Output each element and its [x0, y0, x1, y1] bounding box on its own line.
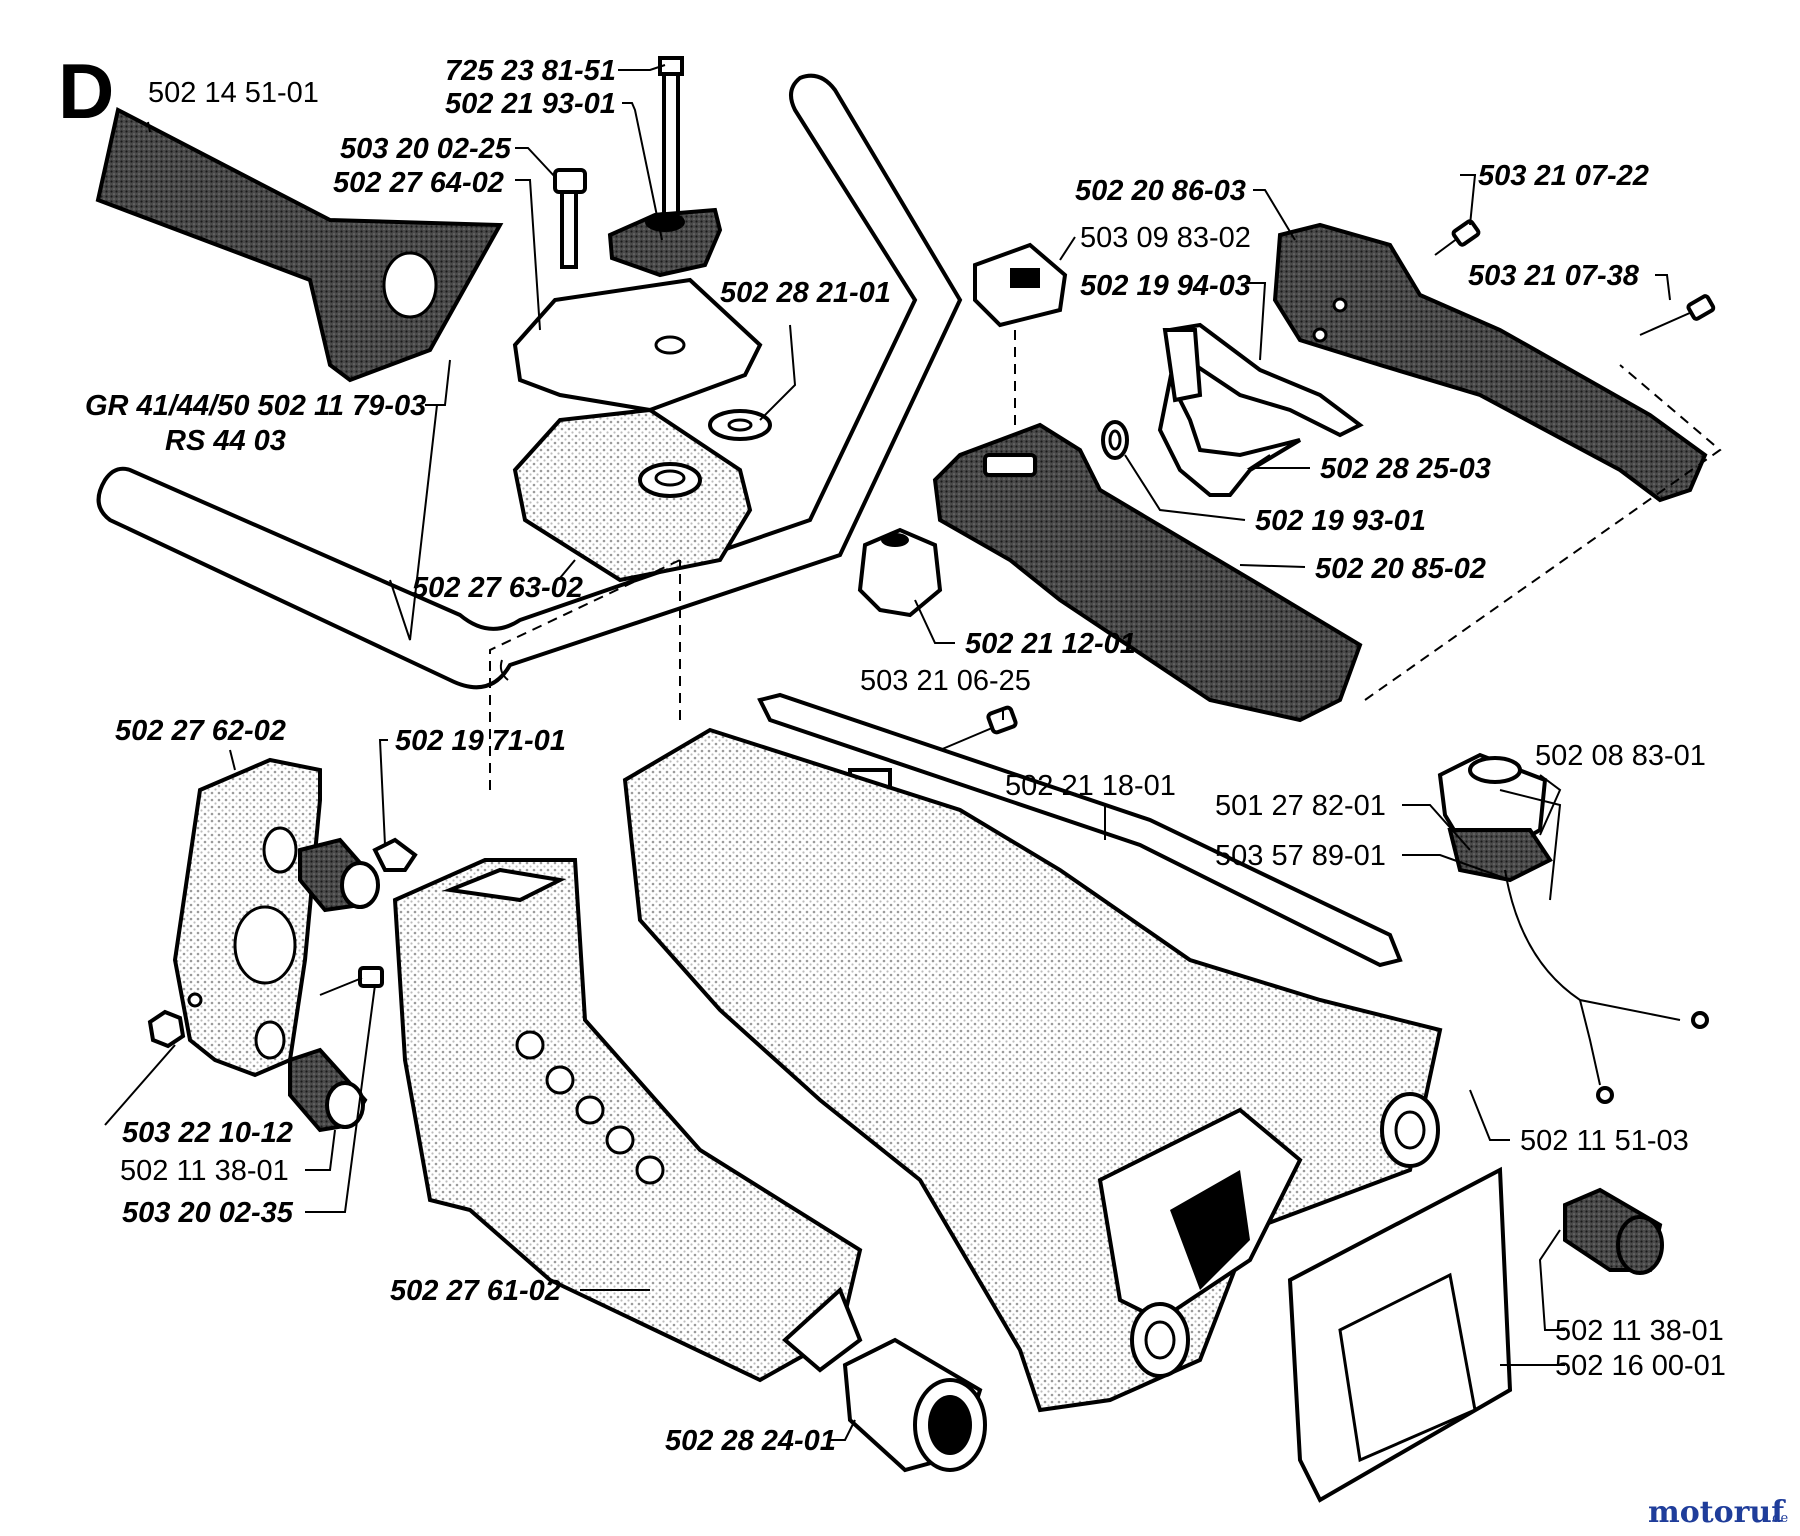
- label-gasket: 501 27 82-01: [1215, 790, 1386, 822]
- handle-body-part: [932, 422, 1363, 723]
- tank-part: [622, 727, 1443, 1413]
- screw-d-part: [319, 966, 384, 996]
- label-support-arm: 502 27 61-02: [390, 1275, 561, 1307]
- label-bolt-long: 725 23 81-51: [445, 55, 616, 87]
- label-tank-cap: 502 08 83-01: [1535, 740, 1706, 772]
- label-handle-body: 502 20 85-02: [1315, 553, 1486, 585]
- label-cover-plate: 502 16 00-01: [1555, 1350, 1726, 1382]
- label-spring: 502 19 93-01: [1255, 505, 1426, 537]
- knob-part: [607, 207, 723, 278]
- label-sleeve: 502 28 24-01: [665, 1425, 836, 1457]
- label-throttle: 502 28 25-03: [1320, 453, 1491, 485]
- spring-part: [1101, 420, 1129, 460]
- support-arm-part: [392, 858, 863, 1383]
- screw-b-part: [1639, 294, 1716, 336]
- label-screw-a: 503 21 07-22: [1478, 160, 1649, 192]
- throttle-levers-part: [1157, 322, 1364, 497]
- label-knob: 502 21 93-01: [445, 88, 616, 120]
- upper-clamp-part: [512, 277, 763, 413]
- label-switch-lever: 502 19 94-03: [1080, 270, 1251, 302]
- assembly-guide-lines: [489, 330, 1722, 790]
- bushing-left-lower-part: [288, 1047, 368, 1133]
- long-bolt-part: [658, 56, 684, 236]
- cable-clip-part: [857, 527, 943, 618]
- left-grip-part: [95, 107, 504, 383]
- label-strap: 503 57 89-01: [1215, 840, 1386, 872]
- bushing-left-upper-part: [298, 837, 380, 913]
- label-screw-top: 503 20 02-25: [340, 133, 512, 165]
- label-clamp-top: 502 27 64-02: [333, 167, 504, 199]
- label-cable: 502 21 18-01: [1005, 770, 1176, 802]
- brand-watermark: motoruf .de: [1648, 1495, 1788, 1530]
- brand-name: motoruf: [1648, 1495, 1786, 1530]
- lower-clamp-part: [512, 407, 753, 583]
- top-screw-part: [553, 168, 587, 269]
- label-tank: 502 11 51-03: [1520, 1125, 1689, 1157]
- screw-a-part: [1434, 219, 1481, 256]
- label-handle-cover: 502 20 86-03: [1075, 175, 1246, 207]
- label-bushing-left: 502 11 38-01: [120, 1155, 289, 1187]
- label-screw-b: 503 21 07-38: [1468, 260, 1640, 292]
- label-nut-hex: 503 22 10-12: [122, 1117, 293, 1149]
- label-plate: 502 27 62-02: [115, 715, 286, 747]
- label-nut-sq: 502 19 71-01: [395, 725, 566, 757]
- square-nut-part: [372, 837, 418, 872]
- screw-c-part: [939, 705, 1018, 751]
- cover-plate-part: [1287, 1166, 1513, 1503]
- sleeve-part: [842, 1337, 987, 1473]
- label-screw-d: 503 20 02-35: [122, 1197, 294, 1229]
- handle-bar-tube: [96, 73, 963, 690]
- label-clamp-bottom: 502 27 63-02: [412, 572, 583, 604]
- switch-part: [973, 242, 1068, 328]
- bushing-right-part: [1563, 1187, 1664, 1275]
- leader-lines: [104, 64, 1671, 1441]
- hex-nut-part: [147, 1009, 186, 1049]
- label-washer: 502 28 21-01: [720, 277, 891, 309]
- washer-part: [708, 409, 772, 441]
- label-switch: 503 09 83-02: [1080, 222, 1251, 254]
- label-bushing-right: 502 11 38-01: [1555, 1315, 1724, 1347]
- label-screw-c: 503 21 06-25: [860, 665, 1031, 697]
- label-grip-left: 502 14 51-01: [148, 77, 319, 109]
- mounting-plate-part: [172, 757, 322, 1078]
- label-handle-bar-b: RS 44 03: [165, 425, 286, 457]
- tank-cap-part: [1437, 752, 1553, 883]
- label-cable-clip: 502 21 12-01: [965, 628, 1136, 660]
- cap-strap-part: [1504, 869, 1709, 1104]
- label-handle-bar-a: GR 41/44/50 502 11 79-03: [85, 390, 426, 422]
- section-letter: D: [58, 47, 114, 135]
- brand-suffix: .de: [1768, 1511, 1788, 1526]
- handle-cover-part: [1272, 222, 1708, 503]
